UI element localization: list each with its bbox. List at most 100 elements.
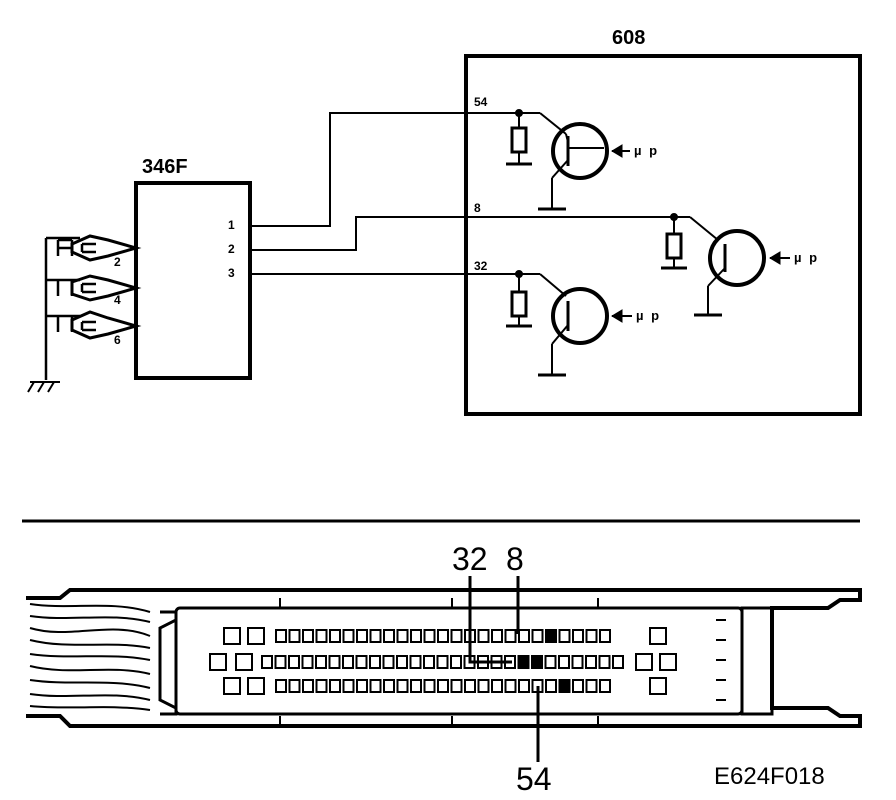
sensor-element-label-2: 2 — [114, 255, 121, 269]
connector-pin — [598, 655, 611, 669]
connector-pin — [518, 629, 530, 643]
connector-large-pin — [235, 653, 253, 671]
connector-pin — [302, 629, 314, 643]
connector-large-pin — [247, 677, 265, 695]
connector-pin — [274, 655, 287, 669]
connector-pin — [572, 679, 584, 693]
connector-pin — [477, 629, 490, 643]
connector-pin — [315, 655, 327, 669]
cable-bundle — [29, 603, 151, 711]
transistor-8 — [694, 229, 790, 317]
connector-pin — [369, 679, 382, 693]
mu-p-label-32: µ p — [636, 308, 661, 323]
connector-pin — [342, 655, 354, 669]
connector-pin — [545, 679, 557, 693]
connector-pin — [558, 679, 571, 693]
transistor-32 — [538, 287, 632, 377]
control-unit-title: 608 — [612, 27, 645, 49]
connector-pin — [585, 679, 598, 693]
connector-pin — [301, 655, 314, 669]
transistor-54 — [538, 122, 630, 211]
sensor-box-pin-3: 3 — [228, 266, 235, 280]
callout-label-8: 8 — [506, 541, 524, 577]
connector-pin — [288, 629, 301, 643]
connector-pin — [369, 655, 381, 669]
connector-pin — [396, 655, 408, 669]
sensor-elements — [27, 234, 142, 393]
connector-large-pin — [659, 653, 677, 671]
connector-large-pin — [635, 653, 653, 671]
connector-pin-grid — [209, 627, 677, 695]
connector-pin — [288, 655, 300, 669]
sensor-box-title: 346F — [142, 156, 188, 178]
connector-pin — [328, 655, 341, 669]
connector-pin — [410, 629, 422, 643]
connector-pin — [315, 679, 328, 693]
connector-pin — [464, 679, 476, 693]
connector-pin — [491, 629, 503, 643]
control-unit-pin-54: 54 — [474, 95, 488, 109]
connector-large-pin — [223, 627, 241, 645]
connector-pin — [423, 679, 436, 693]
connector-pin — [599, 629, 611, 643]
connector-pin — [571, 655, 584, 669]
control-unit-pin-32: 32 — [474, 259, 488, 273]
connector-pin — [288, 679, 301, 693]
connector-callout-lines — [468, 576, 540, 762]
connector-pin — [329, 679, 341, 693]
connector-pin — [585, 655, 597, 669]
connector-pin — [545, 629, 557, 643]
connector-pin — [491, 679, 503, 693]
connector-pin — [275, 679, 287, 693]
ecu-connector — [26, 588, 862, 728]
connector-large-pin — [247, 627, 265, 645]
sensor-box-pin-1: 1 — [228, 218, 235, 232]
connector-pin — [558, 655, 570, 669]
connector-pin — [504, 629, 517, 643]
connector-pin — [558, 629, 571, 643]
connector-pin — [315, 629, 328, 643]
connector-pin — [261, 655, 273, 669]
connector-pin — [329, 629, 341, 643]
connector-pin — [585, 629, 598, 643]
connector-pin — [544, 655, 557, 669]
connector-pin — [531, 655, 543, 669]
mu-p-label-8: µ p — [794, 250, 819, 265]
connector-pin — [436, 655, 449, 669]
connector-pin — [396, 679, 409, 693]
connector-pin — [599, 679, 611, 693]
connector-large-pin — [223, 677, 241, 695]
connector-pin — [423, 629, 436, 643]
connector-pin — [423, 655, 435, 669]
connector-pin — [477, 679, 490, 693]
sensor-box-pin-2: 2 — [228, 242, 235, 256]
connector-pin — [504, 679, 517, 693]
connector-pin — [355, 655, 368, 669]
control-unit-pin-8: 8 — [474, 201, 481, 215]
connector-pin — [450, 629, 463, 643]
connector-pin — [437, 629, 449, 643]
connector-pin — [518, 679, 530, 693]
connector-large-pin — [649, 677, 667, 695]
connector-large-pin — [209, 653, 227, 671]
connector-pin — [369, 629, 382, 643]
connector-pin — [396, 629, 409, 643]
connector-pin — [517, 655, 530, 669]
connector-pin — [437, 679, 449, 693]
sensor-element-label-4: 4 — [114, 293, 121, 307]
sensor-element-label-6: 6 — [114, 333, 121, 347]
internal-circuits — [468, 109, 719, 328]
connector-pin — [302, 679, 314, 693]
connector-pin — [572, 629, 584, 643]
connector-pin — [450, 679, 463, 693]
sensor-box-346f: 346F 1 2 3 — [134, 156, 252, 380]
connector-large-pin — [649, 627, 667, 645]
connector-pin — [383, 629, 395, 643]
figure-code: E624F018 — [714, 763, 825, 790]
connector-pin — [342, 679, 355, 693]
connector-pin — [382, 655, 395, 669]
connector-pin — [410, 679, 422, 693]
connector-pin — [356, 679, 368, 693]
